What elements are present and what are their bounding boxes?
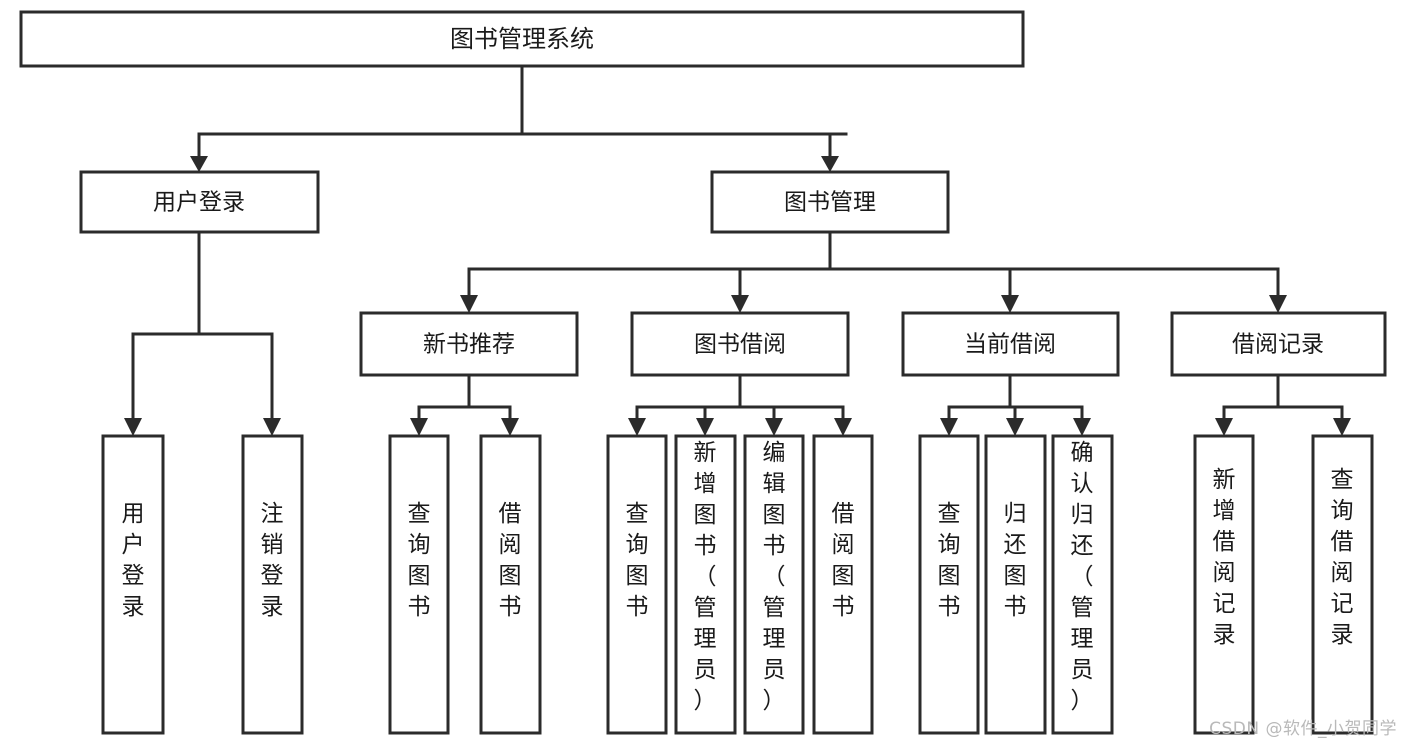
leaf-node-confirm-return-admin[interactable]: 确认归还（管理员） (1051, 434, 1114, 735)
leaf-add-borrow-record-label: 新增借阅记录 (1213, 467, 1236, 648)
borrow-record-label: 借阅记录 (1232, 332, 1324, 358)
arrowhead-br-l1 (1215, 418, 1233, 436)
leaf-query-books-nbr-box (388, 434, 450, 735)
book-borrow-label: 图书借阅 (694, 332, 786, 358)
arrowhead-login (190, 156, 208, 172)
arrowhead-bb-l2 (696, 418, 714, 436)
leaf-add-book-admin-label: 新增图书（管理员） (694, 440, 717, 714)
node-book-borrow[interactable]: 图书借阅 (630, 311, 850, 377)
node-book-management[interactable]: 图书管理 (710, 170, 950, 234)
leaf-node-user-login[interactable]: 用户登录 (101, 434, 165, 735)
arrowhead-nbr-l1 (410, 418, 428, 436)
leaf-node-add-book-admin[interactable]: 新增图书（管理员） (674, 434, 737, 735)
leaf-query-books-bb-box (606, 434, 668, 735)
leaf-node-query-books-bb[interactable]: 查询图书 (606, 434, 668, 735)
user-login-label: 用户登录 (153, 190, 245, 216)
arrowhead-bookmgmt (821, 156, 839, 172)
leaf-query-books-nbr-label: 查询图书 (408, 501, 431, 620)
leaf-node-borrow-books-bb[interactable]: 借阅图书 (812, 434, 874, 735)
arrowhead-cb-l1 (940, 418, 958, 436)
arrowhead-br-l2 (1333, 418, 1351, 436)
book-borrow-box (630, 311, 850, 377)
leaf-node-edit-book-admin[interactable]: 编辑图书（管理员） (743, 434, 805, 735)
node-borrow-record[interactable]: 借阅记录 (1170, 311, 1387, 377)
node-current-borrow[interactable]: 当前借阅 (901, 311, 1120, 377)
leaf-user-login-label: 用户登录 (122, 501, 145, 620)
leaf-query-books-cb-box (918, 434, 980, 735)
leaf-add-borrow-record-box (1193, 434, 1255, 735)
arrowhead-new-books (460, 295, 478, 313)
book-management-box (710, 170, 950, 234)
arrowhead-cb-l2 (1006, 418, 1024, 436)
node-root[interactable]: 图书管理系统 (19, 10, 1025, 68)
arrowhead-current-borrow (1001, 295, 1019, 313)
arrowhead-book-borrow (731, 295, 749, 313)
leaf-node-return-books[interactable]: 归还图书 (984, 434, 1047, 735)
arrowhead-borrow-record (1269, 295, 1287, 313)
leaf-logout-box (241, 434, 304, 735)
node-new-book-recommend[interactable]: 新书推荐 (359, 311, 579, 377)
leaf-node-query-books-nbr[interactable]: 查询图书 (388, 434, 450, 735)
leaf-node-add-borrow-record[interactable]: 新增借阅记录 (1193, 434, 1255, 735)
current-borrow-label: 当前借阅 (964, 332, 1056, 358)
leaf-node-borrow-books-nbr[interactable]: 借阅图书 (479, 434, 542, 735)
leaf-user-login-box (101, 434, 165, 735)
leaf-node-query-books-cb[interactable]: 查询图书 (918, 434, 980, 735)
book-management-label: 图书管理 (784, 190, 876, 216)
leaf-edit-book-admin-label: 编辑图书（管理员） (763, 440, 786, 714)
arrowhead-bb-l4 (834, 418, 852, 436)
root-box (19, 10, 1025, 68)
arrowhead-cb-l3 (1073, 418, 1091, 436)
leaf-logout-label: 注销登录 (261, 501, 284, 620)
leaf-return-books-box (984, 434, 1047, 735)
leaf-add-book-admin-box (674, 434, 737, 735)
root-label: 图书管理系统 (450, 25, 594, 53)
leaf-query-borrow-record-box (1311, 434, 1374, 735)
node-user-login[interactable]: 用户登录 (79, 170, 320, 234)
leaf-borrow-books-nbr-label: 借阅图书 (499, 501, 522, 620)
current-borrow-box (901, 311, 1120, 377)
borrow-record-box (1170, 311, 1387, 377)
leaf-node-logout[interactable]: 注销登录 (241, 434, 304, 735)
new-book-recommend-label: 新书推荐 (423, 332, 515, 358)
arrowhead-login-l2 (263, 418, 281, 436)
leaf-return-books-label: 归还图书 (1004, 501, 1027, 620)
leaf-query-books-cb-label: 查询图书 (938, 501, 961, 620)
new-book-recommend-box (359, 311, 579, 377)
leaf-query-books-bb-label: 查询图书 (626, 501, 649, 620)
leaf-query-borrow-record-label: 查询借阅记录 (1331, 467, 1354, 648)
leaf-confirm-return-admin-label: 确认归还（管理员） (1071, 440, 1094, 714)
arrowhead-login-l1 (124, 418, 142, 436)
leaf-edit-book-admin-box (743, 434, 805, 735)
leaf-borrow-books-nbr-box (479, 434, 542, 735)
leaf-confirm-return-admin-box (1051, 434, 1114, 735)
arrowhead-bb-l1 (628, 418, 646, 436)
leaf-borrow-books-bb-box (812, 434, 874, 735)
leaf-node-query-borrow-record[interactable]: 查询借阅记录 (1311, 434, 1374, 735)
arrowhead-bb-l3 (765, 418, 783, 436)
leaf-borrow-books-bb-label: 借阅图书 (832, 501, 855, 620)
arrowhead-nbr-l2 (501, 418, 519, 436)
